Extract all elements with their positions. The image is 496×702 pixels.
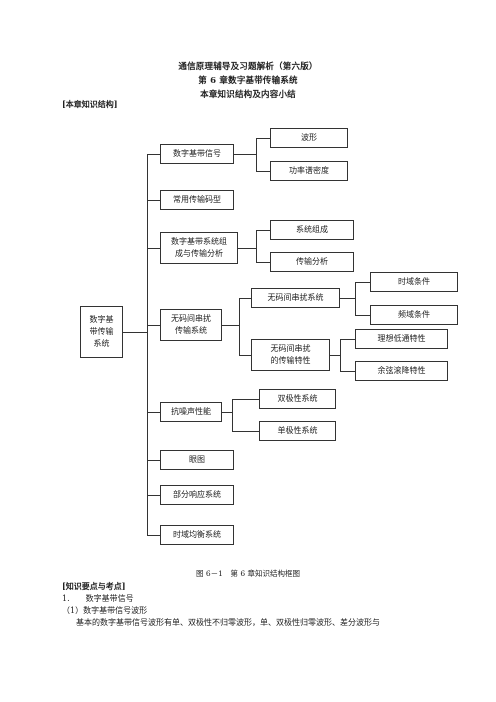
item-1-1-heading: （1）数字基带信号波形: [62, 606, 148, 615]
node-ideal-lowpass: 理想低通特性: [355, 329, 448, 349]
node-time-domain-condition: 时域条件: [370, 272, 458, 292]
node-partial-response: 部分响应系统: [160, 485, 234, 505]
key-points-label: [知识要点与考点]: [62, 581, 126, 591]
node-unipolar-system: 单极性系统: [259, 421, 336, 441]
node-system-composition: 数字基带系统组成与传输分析: [160, 232, 238, 264]
node-noise-performance: 抗噪声性能: [160, 402, 222, 422]
node-isi-free-system: 无码间串扰传输系统: [160, 309, 222, 341]
knowledge-structure-label: [本章知识结构]: [62, 99, 118, 109]
node-isi-free-characteristics: 无码间串扰的传输特性: [251, 339, 330, 371]
node-eye-diagram: 眼图: [160, 450, 234, 470]
node-baseband-signal: 数字基带信号: [160, 144, 234, 164]
node-psd: 功率谱密度: [270, 161, 348, 181]
node-freq-domain-condition: 频域条件: [370, 305, 458, 325]
node-isi-free-sub: 无码间串扰系统: [251, 288, 340, 308]
node-transmission-analysis: 传输分析: [270, 252, 354, 272]
root-node: 数字基带传输系统: [80, 306, 123, 358]
node-time-equalization: 时域均衡系统: [160, 525, 234, 545]
node-bipolar-system: 双极性系统: [259, 389, 336, 409]
node-waveform: 波形: [270, 128, 348, 148]
item-1-heading: 1. 数字基带信号: [62, 594, 134, 603]
body-paragraph: 基本的数字基带信号波形有单、双极性不归零波形，单、双极性归零波形、差分波形与: [76, 618, 380, 627]
node-system-components: 系统组成: [270, 220, 354, 240]
chapter-title: 第 6 章数字基带传输系统: [198, 76, 298, 86]
document-title: 通信原理辅导及习题解析（第六版）: [178, 62, 318, 72]
section-heading: 本章知识结构及内容小结: [200, 90, 296, 100]
node-line-codes: 常用传输码型: [160, 190, 234, 210]
figure-caption: 图 6－1 第 6 章知识结构框图: [196, 569, 300, 578]
node-raised-cosine: 余弦滚降特性: [355, 361, 448, 381]
